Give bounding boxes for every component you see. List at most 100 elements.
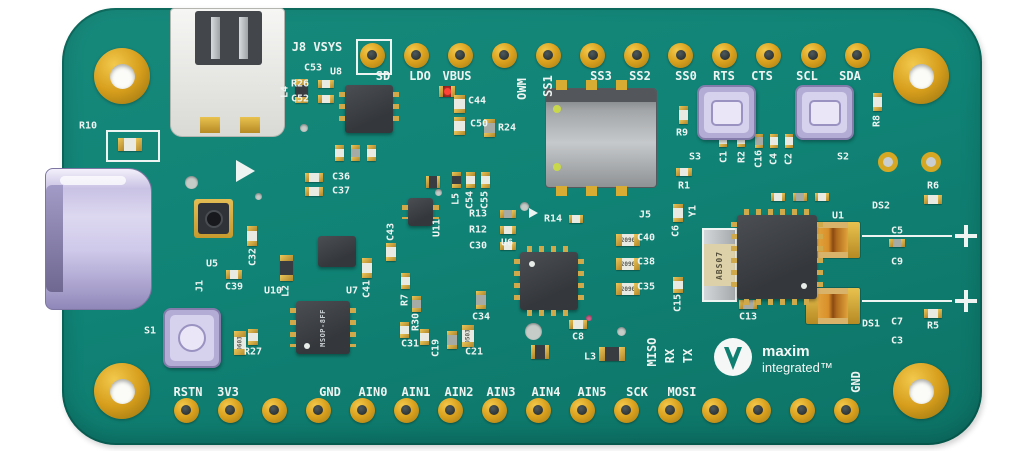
silkscreen-label: C50 [469, 118, 489, 130]
chip-terminal [676, 168, 680, 176]
chip-terminal [238, 269, 242, 279]
chip-body [719, 136, 727, 144]
chip-body [279, 260, 293, 276]
chip-terminal [619, 347, 625, 361]
silkscreen-label: R27 [243, 346, 263, 358]
chip-terminal [330, 95, 334, 103]
chip-terminal [318, 172, 323, 182]
via [254, 192, 262, 200]
crystal-cap [704, 286, 735, 300]
silkscreen-label: CTS [751, 69, 773, 83]
chip-marking: 2090 [621, 285, 635, 293]
chip-component [599, 347, 625, 361]
crystal-cap [704, 230, 735, 244]
chip-component [411, 296, 421, 312]
chip-terminal [480, 184, 490, 188]
chip-terminal [453, 108, 465, 113]
chip-terminal [465, 184, 475, 188]
chip-terminal [453, 95, 465, 100]
silkscreen-label: C3 [890, 335, 904, 347]
silkscreen-label: C55 [479, 190, 491, 210]
bottom-header-pad [349, 397, 375, 423]
silkscreen-label: R9 [675, 127, 689, 139]
chip-body [796, 193, 804, 201]
chip-component [366, 145, 376, 161]
battery-connector-cavity [195, 11, 262, 65]
chip-terminal [673, 204, 683, 209]
chip-terminal [399, 322, 409, 326]
ic-u10: MSOP-8FF [290, 301, 356, 354]
crystal-marking: ABS07 [715, 250, 724, 280]
chip-component [399, 322, 409, 338]
chip-body [442, 85, 452, 97]
silkscreen-label: C6 [670, 224, 682, 238]
chip-terminal [305, 172, 310, 182]
chip-terminal [400, 285, 410, 289]
usb-micro-connector [45, 168, 152, 310]
top-header-pad [447, 42, 473, 68]
ic-pins [350, 308, 356, 347]
chip-terminal [737, 143, 745, 147]
chip-body: 0603 [234, 336, 246, 350]
silkscreen-label: AIN0 [358, 385, 388, 399]
chip-component [248, 329, 258, 345]
chip-terminal [770, 144, 778, 148]
chip-component [771, 193, 785, 201]
silkscreen-line [862, 300, 952, 302]
ic-pins [527, 310, 571, 316]
chip-component [500, 226, 516, 234]
chip-terminal [411, 296, 421, 300]
mounting-hole-drill [109, 63, 135, 89]
chip-terminal [815, 193, 819, 201]
chip-terminal [937, 308, 942, 318]
chip-body [399, 325, 409, 335]
module-led-dot [553, 163, 561, 171]
chip-terminal [785, 144, 793, 148]
chip-body [350, 148, 360, 158]
top-header-pad [491, 42, 517, 68]
chip-terminal [569, 215, 573, 223]
silkscreen-label: C21 [464, 346, 484, 358]
chip-terminal [305, 186, 310, 196]
chip-component: 2090 [616, 283, 640, 295]
chip-body [503, 210, 513, 218]
chip-component [569, 319, 587, 329]
chip-terminal [569, 319, 574, 329]
silkscreen-label: C52 [290, 93, 310, 105]
bottom-header-pad [217, 397, 243, 423]
ic-pins [744, 209, 810, 215]
silkscreen-outline [356, 39, 392, 75]
chip-terminal [465, 172, 475, 176]
chip-component [678, 106, 688, 124]
chip-terminal [803, 193, 807, 201]
chip-body [429, 176, 437, 188]
silkscreen-label: U11 [431, 218, 443, 238]
chip-terminal [673, 277, 683, 281]
test-point [878, 152, 898, 172]
pad-hole [675, 50, 686, 60]
chip-body [247, 230, 257, 242]
silkscreen-label: AIN4 [531, 385, 561, 399]
bottom-header-pad [657, 397, 683, 423]
chip-terminal [294, 79, 308, 85]
ic-pins [393, 92, 399, 126]
chip-terminal [400, 273, 410, 277]
chip-terminal [366, 145, 376, 149]
silkscreen-label: S2 [836, 151, 850, 163]
chip-terminal [234, 349, 246, 355]
pad-hole [852, 50, 863, 60]
chip-terminal [318, 95, 322, 103]
chip-component [439, 85, 455, 97]
pad-hole [621, 405, 631, 415]
chip-component [447, 331, 457, 349]
silkscreen-label: SCK [626, 385, 648, 399]
chip-terminal [901, 239, 905, 247]
chip-component [676, 168, 692, 176]
chip-terminal [739, 299, 744, 309]
ic-pin1-dot [801, 283, 807, 289]
chip-terminal [247, 226, 257, 231]
via [586, 315, 592, 321]
ic-pins [527, 246, 571, 252]
silkscreen-label: SDA [839, 69, 861, 83]
ic-u8 [339, 85, 399, 133]
